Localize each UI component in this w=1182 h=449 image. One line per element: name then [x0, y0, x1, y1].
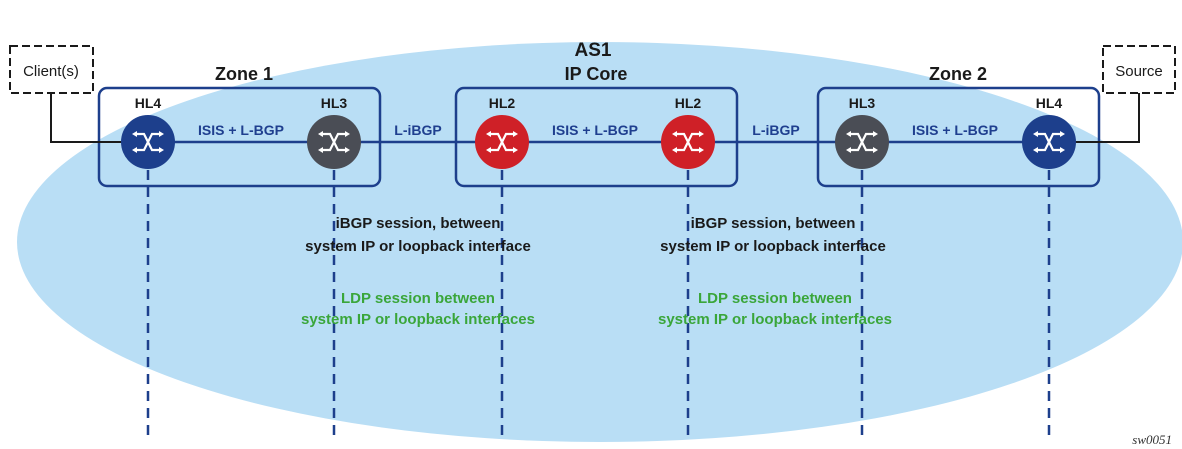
left-ibgp-line2: system IP or loopback interface — [305, 238, 531, 255]
zone1-link-label: ISIS + L-BGP — [198, 122, 284, 138]
router-node-hl3-right — [835, 115, 889, 169]
client-label: Client(s) — [23, 63, 79, 80]
zone1-title: Zone 1 — [215, 64, 273, 84]
zone2-title: Zone 2 — [929, 64, 987, 84]
left-ldp-line1: LDP session between — [341, 290, 495, 307]
left-ldp-line2: system IP or loopback interfaces — [301, 311, 535, 328]
right-interzone-label: L-iBGP — [752, 122, 799, 138]
node-dashed-lines — [146, 170, 1051, 438]
zone1-box — [97, 86, 382, 188]
zone2-link-label: ISIS + L-BGP — [912, 122, 998, 138]
right-ldp-line1: LDP session between — [698, 290, 852, 307]
router-node-hl2-right — [661, 115, 715, 169]
node-label: HL2 — [489, 95, 516, 111]
as-cloud — [17, 42, 1182, 442]
right-ibgp-line1: iBGP session, between — [691, 215, 856, 232]
right-ibgp-line2: system IP or loopback interface — [660, 238, 886, 255]
router-node-hl4-right — [1022, 115, 1076, 169]
node-label: HL3 — [849, 95, 876, 111]
client-connector — [50, 93, 148, 143]
source-connector — [1049, 93, 1140, 143]
core-link-label: ISIS + L-BGP — [552, 122, 638, 138]
left-ibgp-line1: iBGP session, between — [336, 215, 501, 232]
client-box — [9, 45, 94, 94]
router-node-hl4-left — [121, 115, 175, 169]
zone2-box — [816, 86, 1101, 188]
router-node-hl2-left — [475, 115, 529, 169]
node-label: HL2 — [675, 95, 702, 111]
ipcore-box — [454, 86, 739, 188]
right-ldp-line2: system IP or loopback interfaces — [658, 311, 892, 328]
source-label: Source — [1115, 63, 1163, 80]
figure-id: sw0051 — [1132, 432, 1172, 447]
source-box — [1102, 45, 1176, 94]
as-label: AS1 — [575, 40, 612, 61]
node-label: HL4 — [1036, 95, 1063, 111]
router-node-hl3-left — [307, 115, 361, 169]
ipcore-title: IP Core — [565, 64, 628, 84]
left-interzone-label: L-iBGP — [394, 122, 441, 138]
node-label: HL4 — [135, 95, 162, 111]
node-label: HL3 — [321, 95, 348, 111]
